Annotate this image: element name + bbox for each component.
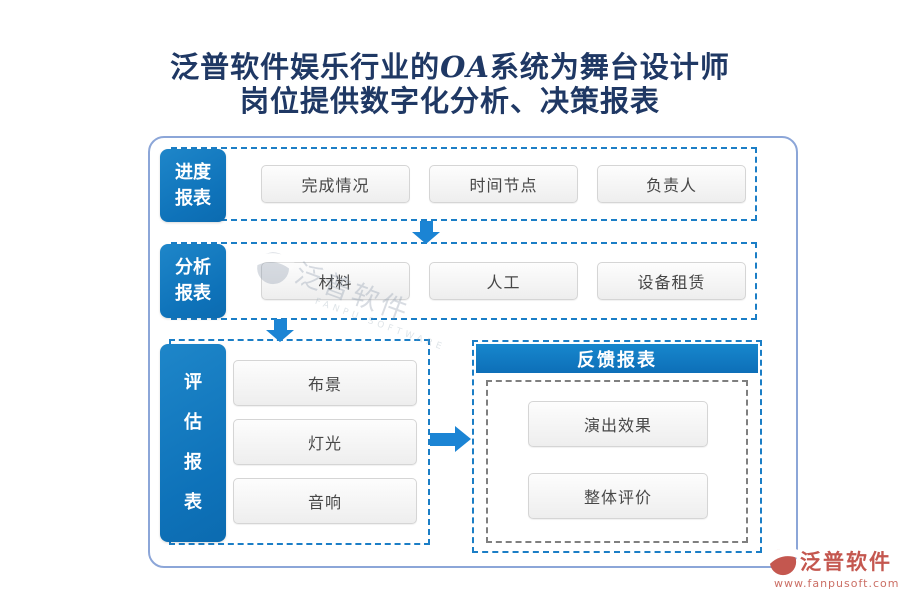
progress-items: 完成情况 时间节点 负责人 — [261, 149, 746, 219]
feedback-items: 演出效果 整体评价 — [528, 401, 708, 519]
evaluation-item-button[interactable]: 布景 — [233, 360, 417, 406]
page-title: 泛普软件娱乐行业的OA系统为舞台设计师 岗位提供数字化分析、决策报表 — [0, 50, 900, 118]
section-label-analysis: 分析报表 — [160, 244, 226, 318]
analysis-item-button[interactable]: 材料 — [261, 262, 410, 300]
title-line1-prefix: 泛普软件娱乐行业的 — [170, 50, 441, 84]
feedback-inner-box: 演出效果 整体评价 — [486, 380, 748, 543]
section-evaluation: 布景 灯光 音响 — [169, 339, 430, 545]
section-analysis: 材料 人工 设备租赁 — [171, 242, 757, 320]
evaluation-item-button[interactable]: 音响 — [233, 478, 417, 524]
feedback-item-button[interactable]: 整体评价 — [528, 473, 708, 519]
progress-item-button[interactable]: 负责人 — [597, 165, 746, 203]
logo-icon — [768, 547, 798, 576]
analysis-item-button[interactable]: 设备租赁 — [597, 262, 746, 300]
section-label-evaluation: 评估报表 — [160, 344, 226, 542]
arrow-down-icon — [266, 319, 294, 342]
section-label-text: 进度报表 — [175, 161, 211, 209]
progress-item-button[interactable]: 时间节点 — [429, 165, 578, 203]
section-feedback: 反馈报表 演出效果 整体评价 — [472, 340, 762, 553]
section-label-text: 评估报表 — [184, 372, 202, 513]
title-line1-suffix: 系统为舞台设计师 — [489, 50, 730, 84]
section-label-progress: 进度报表 — [160, 149, 226, 222]
analysis-item-button[interactable]: 人工 — [429, 262, 578, 300]
page-title-line1: 泛普软件娱乐行业的OA系统为舞台设计师 — [0, 50, 900, 84]
page-title-line2: 岗位提供数字化分析、决策报表 — [239, 84, 660, 118]
arrow-right-icon — [430, 426, 471, 452]
feedback-header: 反馈报表 — [476, 344, 758, 373]
arrow-down-icon — [412, 221, 440, 244]
logo-url[interactable]: www.fanpusoft.com — [774, 577, 900, 590]
brand-logo: 泛普软件 www.fanpusoft.com — [768, 545, 899, 590]
evaluation-items: 布景 灯光 音响 — [233, 347, 417, 537]
section-progress: 完成情况 时间节点 负责人 — [171, 147, 757, 221]
feedback-item-button[interactable]: 演出效果 — [528, 401, 708, 447]
title-oa: OA — [440, 50, 490, 84]
diagram-frame: 完成情况 时间节点 负责人 进度报表 材料 人工 设备租赁 分析报表 — [148, 136, 798, 568]
analysis-items: 材料 人工 设备租赁 — [261, 244, 746, 318]
logo-name: 泛普软件 — [800, 549, 892, 574]
progress-item-button[interactable]: 完成情况 — [261, 165, 410, 203]
evaluation-item-button[interactable]: 灯光 — [233, 419, 417, 465]
section-label-text: 分析报表 — [175, 257, 211, 304]
